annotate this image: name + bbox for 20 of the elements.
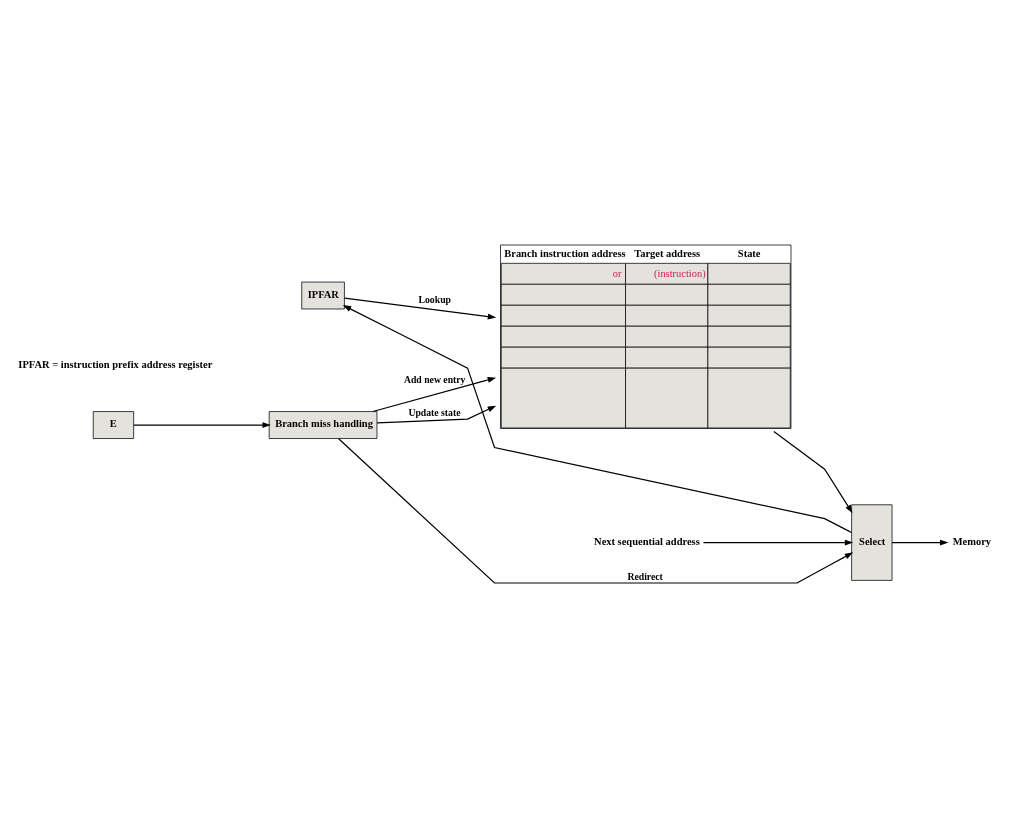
arrow <box>342 304 852 533</box>
node-text: Memory <box>952 535 992 547</box>
node-box: Select <box>851 503 893 581</box>
arrow <box>372 376 497 412</box>
node-box: E <box>92 410 135 439</box>
arrow <box>133 421 271 428</box>
edge-label: Redirect <box>627 570 663 582</box>
edge-label: Update state <box>408 406 461 418</box>
arrow <box>773 430 853 513</box>
edge-label: Lookup <box>418 293 451 305</box>
node-box: Branch miss handling <box>268 410 378 439</box>
arrow <box>702 539 854 545</box>
node-text: Next sequential address <box>594 535 700 547</box>
edge-label: Add new entry <box>403 373 466 385</box>
node-box: IPFAR <box>301 281 345 309</box>
arrow <box>338 437 854 584</box>
arrow <box>344 297 497 319</box>
arrow <box>376 405 497 423</box>
arrow <box>891 539 949 545</box>
label: IPFAR = instruction prefix address register <box>18 358 213 370</box>
